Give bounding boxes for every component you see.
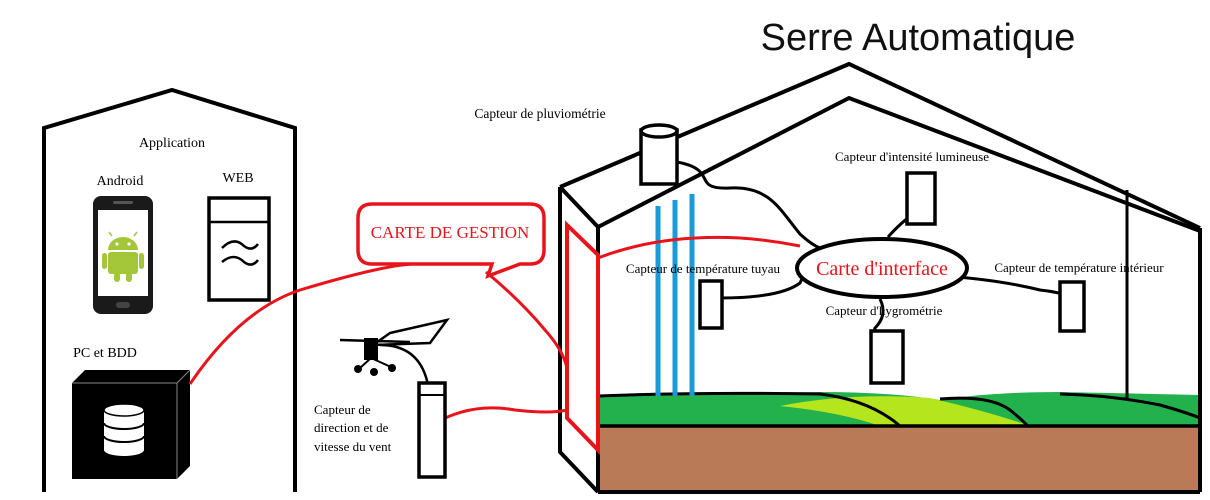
android-phone-icon <box>93 196 153 314</box>
link-pc-to-board <box>188 262 413 385</box>
soil-layer <box>598 426 1200 492</box>
android-label: Android <box>97 174 144 189</box>
grass-light-field <box>780 396 1030 426</box>
pipe-temp-sensor <box>698 279 724 330</box>
wind-sensor-icon <box>339 318 451 479</box>
wind-sensor-label-2: direction et de <box>314 420 389 435</box>
application-label: Application <box>139 136 205 151</box>
interior-temp-label: Capteur de température intérieur <box>994 260 1164 275</box>
web-server-icon <box>207 196 271 302</box>
greenhouse: Carte d'interface <box>558 61 1202 494</box>
wind-sensor-label-3: vitesse du vent <box>314 439 392 454</box>
interior-temp-sensor <box>1058 280 1086 333</box>
wind-sensor-label-1: Capteur de <box>314 402 371 417</box>
interface-card-ellipse <box>795 237 969 299</box>
database-pc-icon <box>72 369 191 479</box>
pc-bdd-label: PC et BDD <box>73 346 137 361</box>
rain-gauge-label: Capteur de pluviométrie <box>474 106 605 121</box>
light-sensor-label: Capteur d'intensité lumineuse <box>835 149 989 164</box>
hygrometry-label: Capteur d'hygrométrie <box>826 303 943 318</box>
hygrometry-sensor <box>869 329 905 385</box>
heating-pipes <box>655 194 695 396</box>
pipe-temp-label: Capteur de température tuyau <box>626 261 781 276</box>
management-card-callout: CARTE DE GESTION <box>356 202 546 279</box>
management-card-label: CARTE DE GESTION <box>371 223 530 242</box>
link-interface-to-board <box>597 235 801 260</box>
management-board <box>565 220 600 455</box>
rain-gauge-icon <box>639 123 679 186</box>
interface-card-label: Carte d'interface <box>816 258 948 280</box>
link-wind-to-board <box>431 406 568 427</box>
web-label: WEB <box>222 171 253 186</box>
light-sensor <box>905 171 937 226</box>
diagram-title: Serre Automatique <box>761 17 1076 59</box>
application-house: Application Android WEB PC et BDD <box>42 87 297 492</box>
link-board-to-frame <box>485 270 569 369</box>
